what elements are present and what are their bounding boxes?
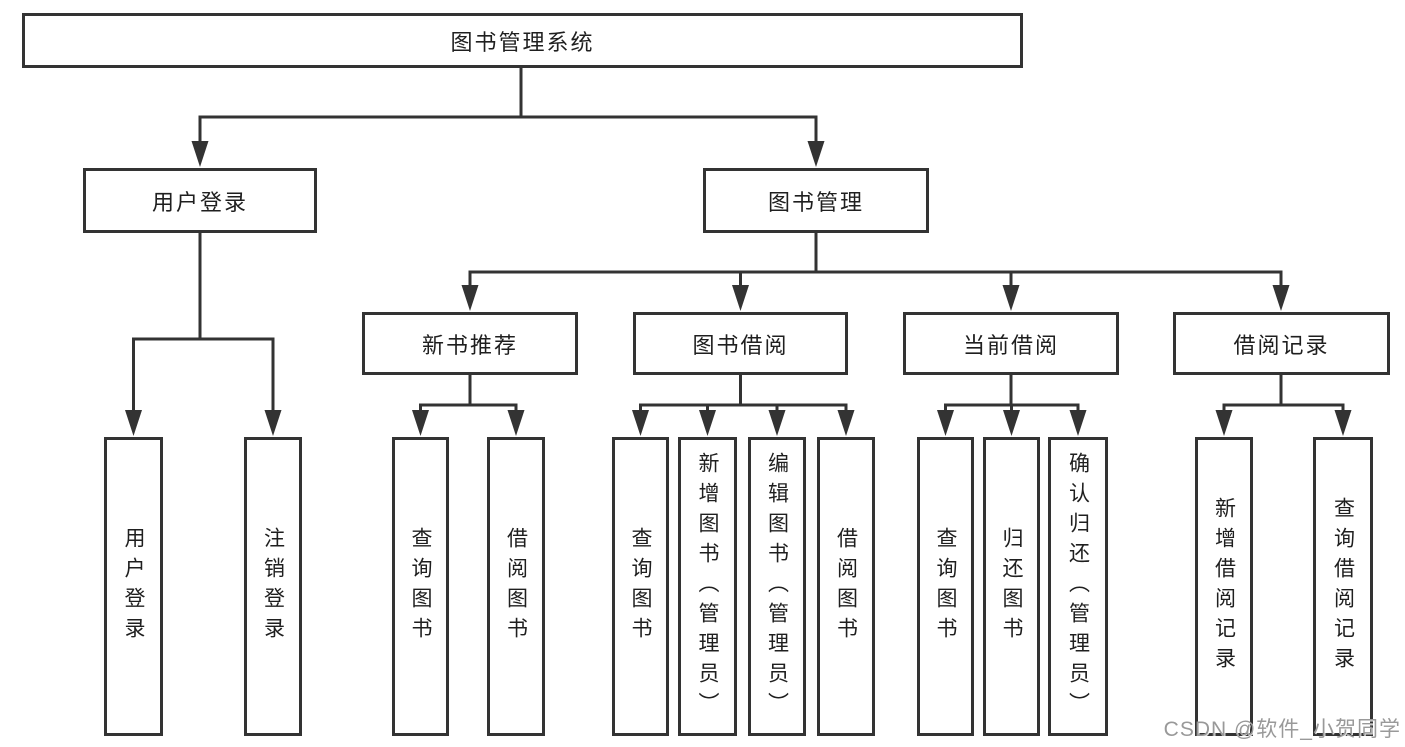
node-label: 当前借阅: [962, 332, 1059, 358]
arrowhead-icon: [461, 285, 479, 311]
node-label: 确认归还（管理员）: [1066, 451, 1090, 722]
node-label: 借阅图书: [504, 526, 528, 647]
node-book-management: 图书管理: [703, 168, 929, 233]
arrowhead-icon: [1215, 410, 1233, 436]
node-leaf-query-books-3: 查询图书: [917, 437, 974, 736]
node-label: 用户登录: [151, 189, 248, 215]
node-label: 归还图书: [1000, 526, 1023, 647]
arrowhead-icon: [1069, 410, 1087, 436]
node-borrow-records: 借阅记录: [1173, 312, 1390, 375]
arrowhead-icon: [125, 410, 142, 436]
arrowhead-icon: [699, 410, 716, 436]
arrowhead-icon: [412, 410, 429, 436]
node-root-label: 图书管理系统: [450, 29, 595, 55]
node-label: 图书借阅: [692, 332, 789, 358]
node-label: 新书推荐: [421, 332, 518, 358]
arrowhead-icon: [937, 410, 954, 436]
node-leaf-borrow-books-2: 借阅图书: [817, 437, 875, 736]
arrowhead-icon: [732, 285, 749, 311]
node-label: 新增图书（管理员）: [696, 451, 719, 722]
arrowhead-icon: [632, 410, 649, 436]
node-label: 查询图书: [629, 526, 652, 647]
node-leaf-add-books-admin: 新增图书（管理员）: [678, 437, 737, 736]
node-label: 查询图书: [409, 526, 432, 647]
arrowhead-icon: [507, 410, 525, 436]
node-leaf-query-books-2: 查询图书: [612, 437, 669, 736]
node-label: 编辑图书（管理员）: [765, 451, 789, 722]
node-label: 注销登录: [261, 526, 285, 647]
arrowhead-icon: [837, 410, 855, 436]
node-leaf-query-borrow-record: 查询借阅记录: [1313, 437, 1373, 736]
node-label: 借阅记录: [1233, 332, 1330, 358]
node-user-login: 用户登录: [83, 168, 317, 233]
arrowhead-icon: [807, 141, 825, 167]
csdn-watermark: CSDN @软件_小贺同学: [1163, 718, 1401, 741]
node-label: 图书管理: [767, 189, 864, 215]
node-label: 查询借阅记录: [1331, 496, 1355, 677]
node-leaf-confirm-return-admin: 确认归还（管理员）: [1048, 437, 1108, 736]
arrowhead-icon: [1334, 410, 1352, 436]
arrowhead-icon: [264, 410, 282, 436]
node-leaf-logout-login: 注销登录: [244, 437, 302, 736]
node-label: 用户登录: [122, 526, 145, 647]
node-current-borrow: 当前借阅: [903, 312, 1119, 375]
node-root: 图书管理系统: [22, 13, 1023, 68]
node-book-borrow: 图书借阅: [633, 312, 848, 375]
node-leaf-return-books: 归还图书: [983, 437, 1040, 736]
arrowhead-icon: [1003, 410, 1020, 436]
arrowhead-icon: [1272, 285, 1290, 311]
node-leaf-borrow-books-1: 借阅图书: [487, 437, 545, 736]
arrowhead-icon: [191, 141, 209, 167]
node-label: 查询图书: [934, 526, 957, 647]
arrowhead-icon: [1002, 285, 1020, 311]
node-leaf-user-login: 用户登录: [104, 437, 163, 736]
node-leaf-edit-books-admin: 编辑图书（管理员）: [748, 437, 806, 736]
node-leaf-query-books-1: 查询图书: [392, 437, 449, 736]
node-label: 新增借阅记录: [1212, 496, 1236, 677]
node-leaf-add-borrow-record: 新增借阅记录: [1195, 437, 1253, 736]
node-new-book-recommend: 新书推荐: [362, 312, 578, 375]
node-label: 借阅图书: [834, 526, 858, 647]
arrowhead-icon: [768, 410, 786, 436]
